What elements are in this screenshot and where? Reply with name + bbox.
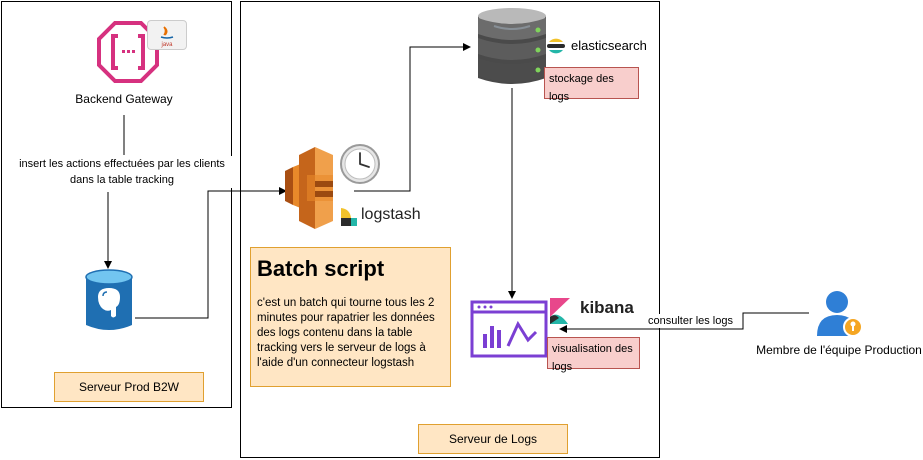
kibana-note: visualisation des logs [547,337,640,373]
prod-server-label: Serveur Prod B2W [54,372,204,402]
edge-database-to-logstash [135,187,287,319]
batch-script-title: Batch script [257,256,385,281]
batch-script-body: c'est un batch qui tourne tous les 2 min… [257,297,435,369]
java-badge-icon: java [147,20,187,50]
api-gateway-icon [96,20,160,84]
aws-batch-clock-icon [281,143,381,233]
kibana-note-text: visualisation des logs [552,343,633,373]
postgresql-icon [84,269,134,333]
elasticsearch-logo-icon [546,36,566,56]
edge-label-insert: insert les actions effectuées par les cl… [6,156,238,188]
elasticsearch-note-text: stockage des logs [549,73,614,103]
prod-server-label-text: Serveur Prod B2W [78,380,180,394]
edge-label-consult: consulter les logs [646,314,735,328]
dashboard-chart-icon [470,300,548,358]
java-badge-label: java [161,42,173,48]
batch-script-note: Batch script c'est un batch qui tourne t… [250,247,451,387]
gateway-label: Backend Gateway [75,92,173,106]
kibana-logo-icon [549,297,571,325]
elasticsearch-note: stockage des logs [544,67,639,103]
edge-logstash-to-elasticsearch [354,43,471,192]
logstash-label: logstash [361,206,421,223]
user-key-icon [815,288,865,338]
edge-user-to-kibana [559,312,809,333]
kibana-label: kibana [580,298,634,317]
user-label: Membre de l'équipe Production [756,343,922,357]
database-server-icon [474,6,550,88]
logs-server-label: Serveur de Logs [418,424,568,454]
logstash-logo-icon [340,207,358,227]
logs-server-label-text: Serveur de Logs [448,432,538,446]
elasticsearch-label: elasticsearch [571,38,647,53]
